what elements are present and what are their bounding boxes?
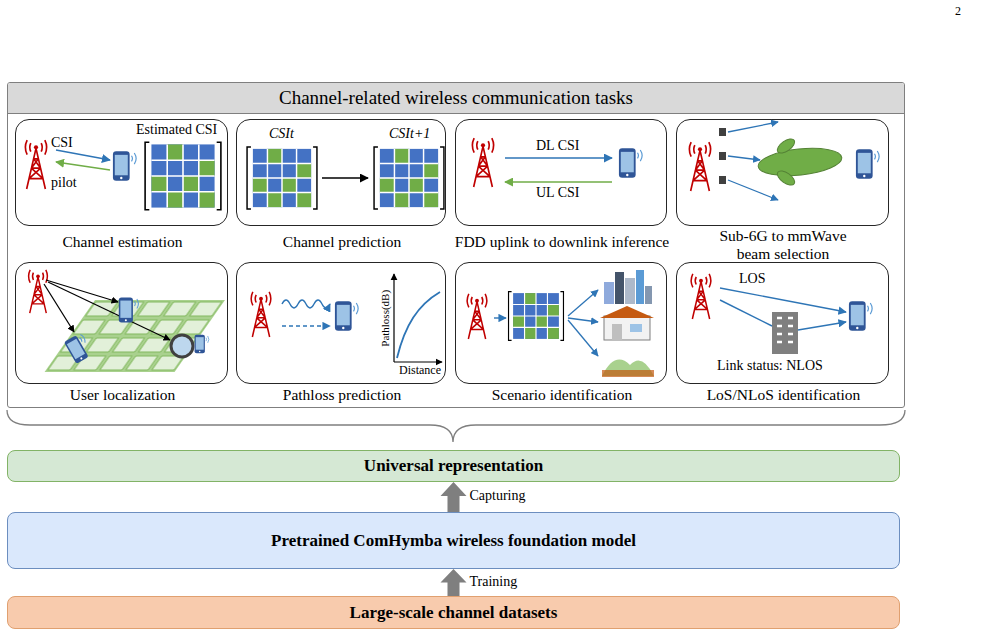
signal-label: Pathloss(dB) (379, 283, 392, 353)
arrow-label: Training (470, 574, 518, 590)
signal-label: pilot (51, 175, 77, 191)
header-band: Channel-related wireless communication t… (8, 83, 904, 114)
signal-label: CSIt (269, 126, 294, 142)
task-box: Scenario identification (455, 262, 667, 384)
arrow-label: Capturing (470, 488, 526, 504)
task-caption: Sub-6G to mmWave beam selection (703, 227, 863, 263)
task-caption: LoS/NLoS identification (657, 386, 910, 404)
task-caption: Channel estimation (0, 233, 249, 251)
block-arrow (441, 482, 467, 512)
task-box: Channel predictionCSItCSIt+1 (236, 119, 446, 226)
task-caption: Scenario identification (436, 386, 688, 404)
task-caption: Pathloss prediction (217, 386, 467, 404)
band-title: Large-scale channel datasets (350, 603, 558, 623)
task-box: Channel estimationCSIEstimated CSIpilot (15, 119, 228, 226)
page-number: 2 (955, 4, 961, 19)
curly-brace (7, 410, 905, 442)
signal-label: UL CSI (536, 185, 579, 201)
task-panel: Channel-related wireless communication t… (7, 82, 905, 408)
signal-label: CSIt+1 (389, 126, 430, 142)
band-title: Universal representation (364, 456, 543, 476)
task-box: FDD uplink to downlink inferenceDL CSIUL… (455, 119, 667, 226)
task-caption: User localization (0, 386, 249, 404)
signal-label: Link status: NLOS (717, 358, 823, 374)
task-box: Pathloss predictionPathloss(dB)Distance (236, 262, 446, 384)
panel-title: Channel-related wireless communication t… (279, 87, 633, 109)
signal-label: Estimated CSI (136, 122, 217, 138)
signal-label: CSI (51, 135, 73, 151)
representation-band: Universal representation (7, 450, 900, 482)
task-box: LoS/NLoS identificationLOSLink status: N… (676, 262, 889, 384)
curly-brace (7, 410, 905, 442)
band-title: Pretrained ComHymba wireless foundation … (271, 531, 636, 551)
task-caption: Channel prediction (217, 233, 467, 251)
task-caption: FDD uplink to downlink inference (436, 233, 688, 251)
dataset-band: Large-scale channel datasets (7, 596, 900, 629)
signal-label: Distance (399, 364, 441, 378)
signal-label: LOS (739, 271, 765, 287)
block-arrow (441, 569, 467, 596)
task-box: User localization (15, 262, 228, 384)
task-box: Sub-6G to mmWave beam selection (676, 119, 889, 226)
model-band: Pretrained ComHymba wireless foundation … (7, 512, 900, 569)
signal-label: DL CSI (536, 138, 579, 154)
